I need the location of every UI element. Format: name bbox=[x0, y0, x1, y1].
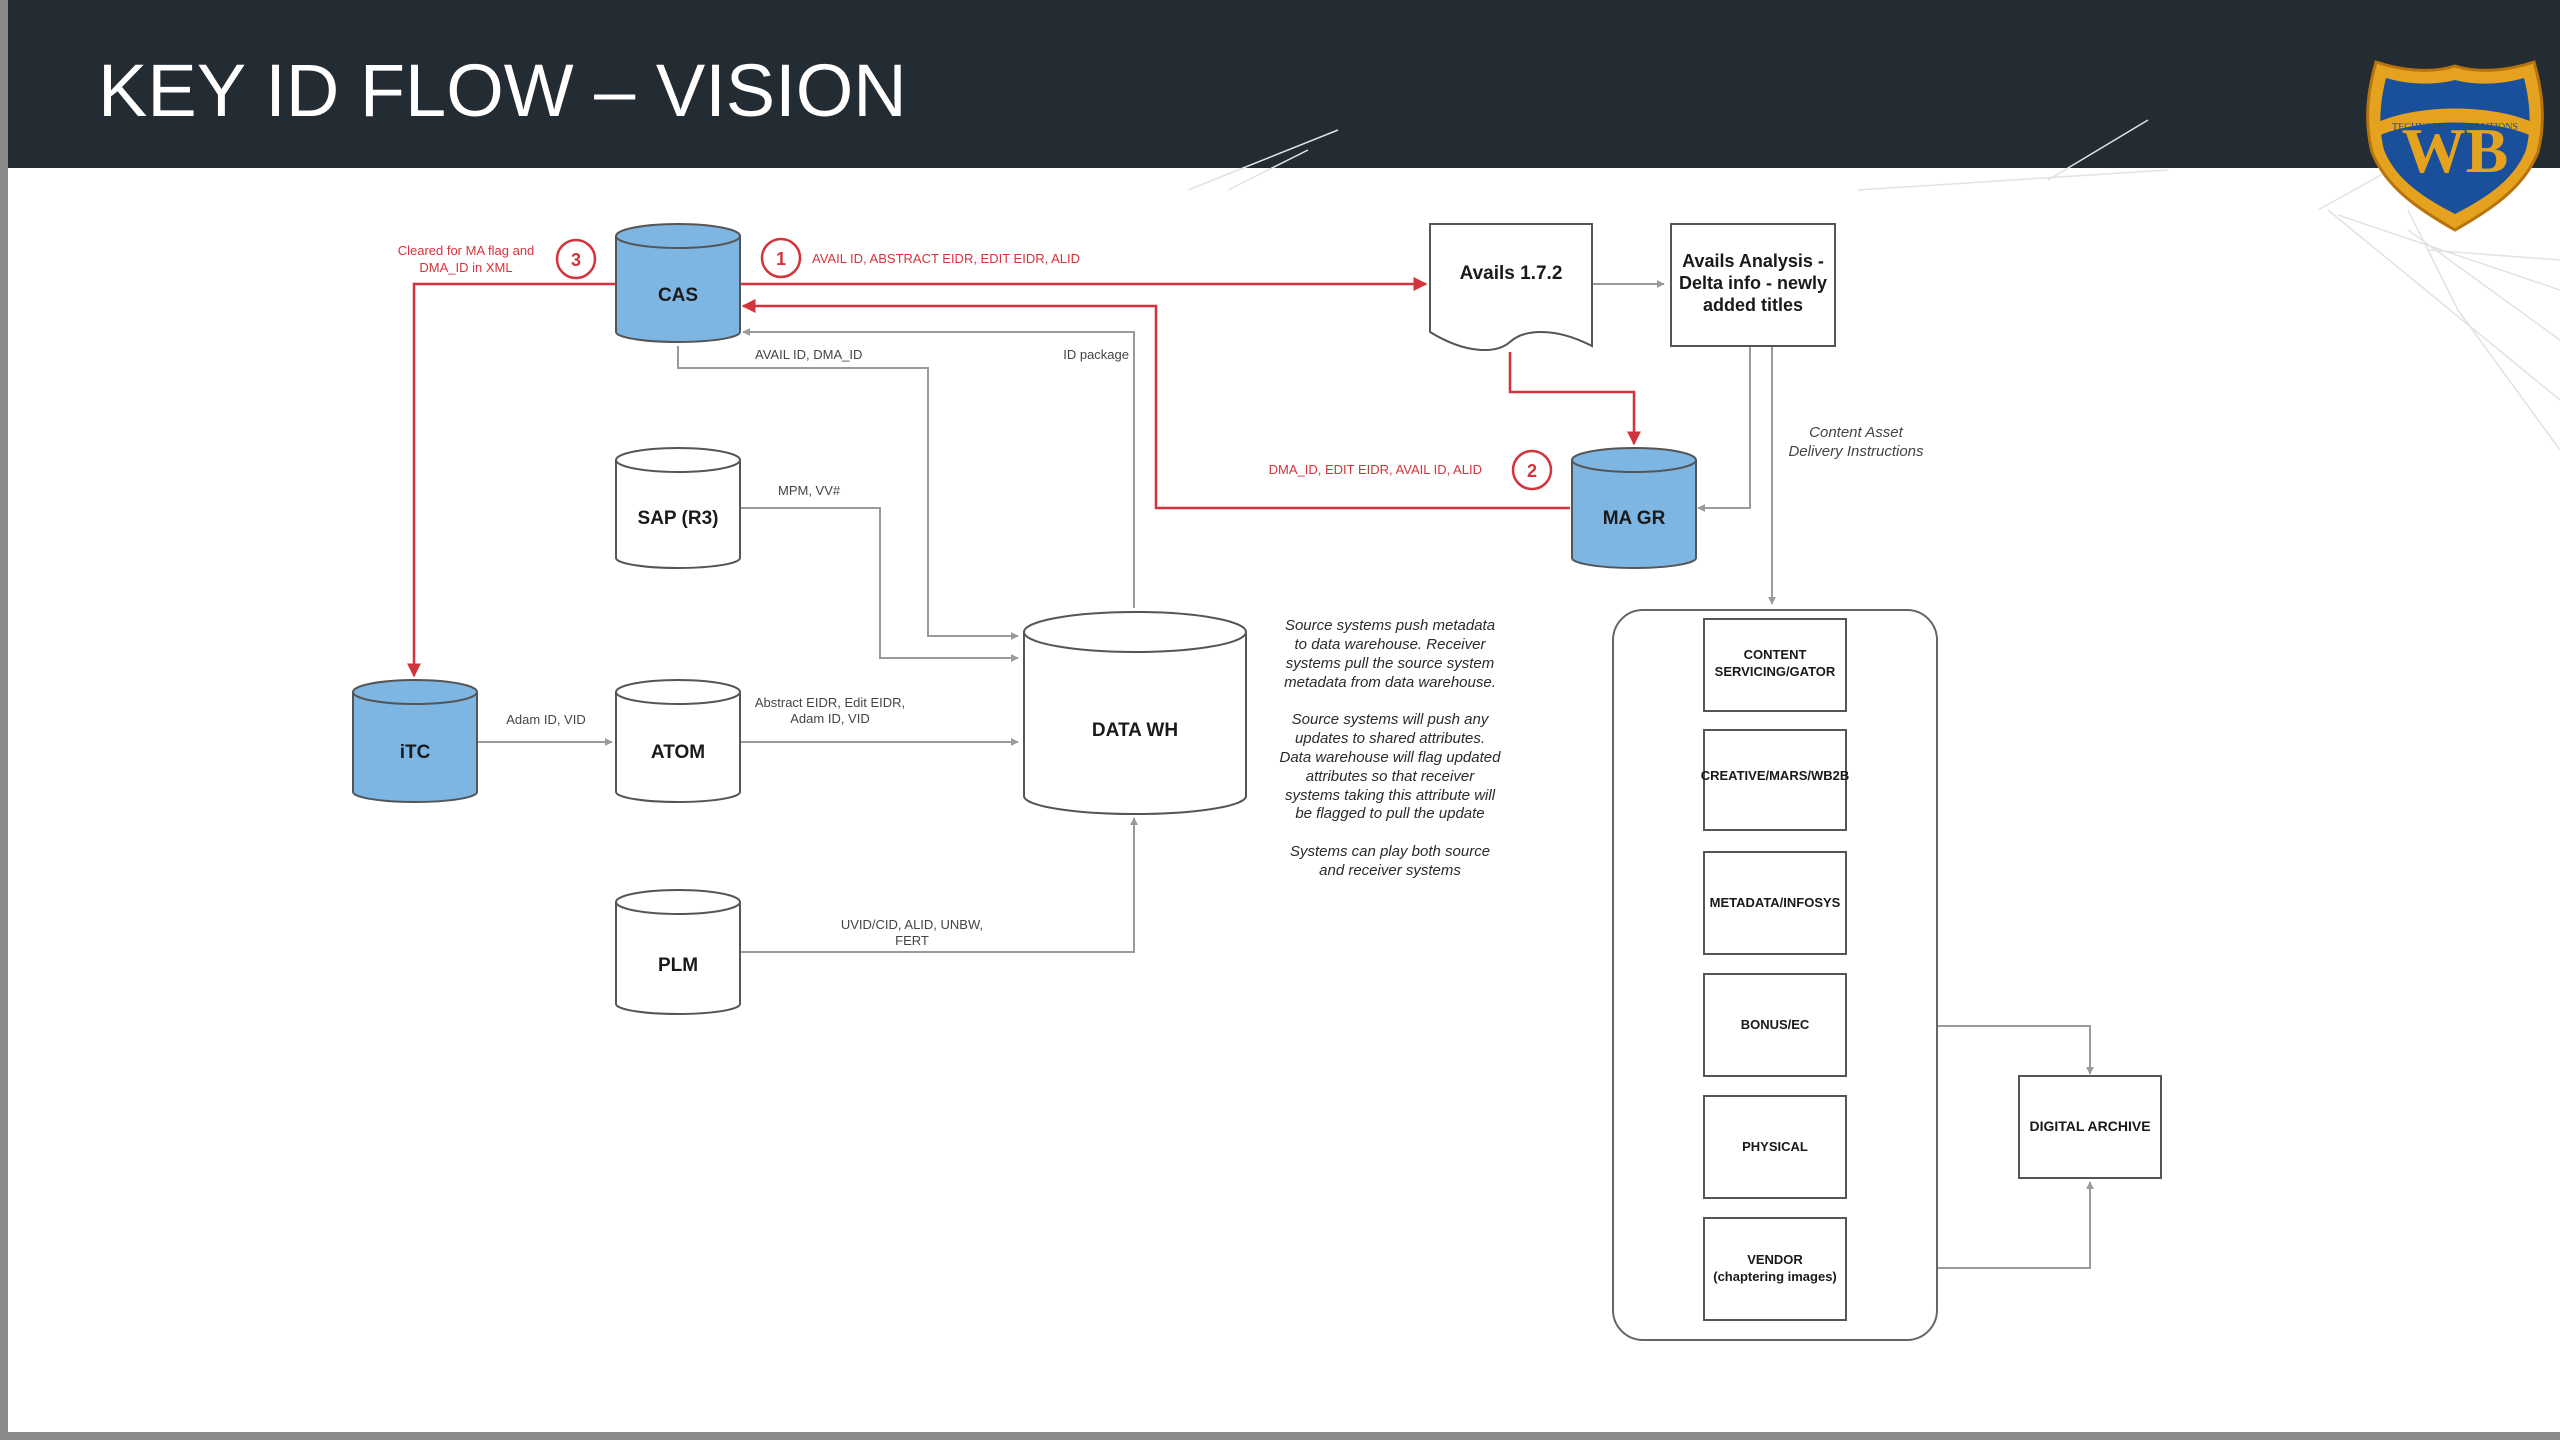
label-step1: AVAIL ID, ABSTRACT EIDR, EDIT EIDR, ALID bbox=[812, 251, 1080, 266]
label-step3-line2: DMA_ID in XML bbox=[419, 260, 512, 275]
itc-label: iTC bbox=[400, 742, 431, 763]
note-line: Source systems push metadata bbox=[1285, 617, 1495, 634]
receiver-vendor-line1: VENDOR bbox=[1747, 1252, 1803, 1267]
label-step3-line1: Cleared for MA flag and bbox=[398, 243, 535, 258]
flow-step2-magr-to-cas bbox=[741, 299, 1570, 510]
step-badge-2-number: 2 bbox=[1527, 461, 1537, 481]
itc-database: iTC bbox=[352, 679, 478, 803]
avails-analysis-line3: added titles bbox=[1703, 295, 1803, 315]
receiver-metadata: METADATA/INFOSYS bbox=[1703, 851, 1847, 955]
avails-document: Avails 1.7.2 bbox=[1429, 223, 1593, 351]
logo-letters: WB bbox=[2402, 115, 2509, 186]
receiver-content-servicing: CONTENT SERVICING/GATOR bbox=[1703, 618, 1847, 712]
step-badge-2: 2 bbox=[1511, 449, 1553, 491]
sap-database: SAP (R3) bbox=[615, 447, 741, 569]
explanation-notes: Source systems push metadata to data war… bbox=[1280, 617, 1502, 879]
note-line: systems pull the source system bbox=[1286, 655, 1494, 672]
connector-cas-to-datawh bbox=[677, 346, 1019, 640]
label-plm-out-line2: FERT bbox=[895, 933, 929, 948]
logo-tagline: TECHNOLOGY SOLUTIONS bbox=[2392, 122, 2518, 133]
note-line: attributes so that receiver bbox=[1306, 768, 1475, 785]
receiver-bonus-line1: BONUS/EC bbox=[1741, 1017, 1810, 1032]
flow-step3-cas-to-itc bbox=[407, 282, 616, 678]
label-content-asset-line2: Delivery Instructions bbox=[1788, 443, 1924, 460]
receiver-physical: PHYSICAL bbox=[1703, 1095, 1847, 1199]
red-flows bbox=[407, 277, 1641, 678]
slide-title: KEY ID FLOW – VISION bbox=[98, 49, 907, 132]
label-atom-out-line2: Adam ID, VID bbox=[790, 711, 869, 726]
connector-analysis-to-magr bbox=[1697, 346, 1751, 512]
avails-analysis-line2: Delta info - newly bbox=[1679, 273, 1827, 293]
avails-analysis-box: Avails Analysis - Delta info - newly add… bbox=[1670, 223, 1836, 347]
label-itc-atom: Adam ID, VID bbox=[506, 712, 585, 727]
atom-database: ATOM bbox=[615, 679, 741, 803]
avails-analysis-line1: Avails Analysis - bbox=[1682, 251, 1824, 271]
note-line: systems taking this attribute will bbox=[1285, 787, 1496, 804]
label-step2: DMA_ID, EDIT EIDR, AVAIL ID, ALID bbox=[1269, 462, 1482, 477]
receiver-metadata-line1: METADATA/INFOSYS bbox=[1710, 895, 1841, 910]
magr-label: MA GR bbox=[1603, 508, 1666, 529]
note-line: be flagged to pull the update bbox=[1295, 805, 1484, 822]
note-line: to data warehouse. Receiver bbox=[1295, 636, 1487, 653]
receiver-vendor: VENDOR (chaptering images) bbox=[1703, 1217, 1847, 1321]
step-badge-3-number: 3 bbox=[571, 250, 581, 270]
receiver-content-servicing-line2: SERVICING/GATOR bbox=[1715, 664, 1836, 679]
receiver-physical-line1: PHYSICAL bbox=[1742, 1139, 1808, 1154]
digital-archive-box: DIGITAL ARCHIVE bbox=[2018, 1075, 2162, 1179]
label-plm-out-line1: UVID/CID, ALID, UNBW, bbox=[841, 917, 983, 932]
atom-label: ATOM bbox=[651, 742, 705, 763]
cas-database: CAS bbox=[615, 223, 741, 343]
cas-label: CAS bbox=[658, 285, 698, 306]
receiver-vendor-line2: (chaptering images) bbox=[1713, 1269, 1837, 1284]
edge-labels: AVAIL ID, ABSTRACT EIDR, EDIT EIDR, ALID… bbox=[398, 243, 1924, 948]
receiver-bonus: BONUS/EC bbox=[1703, 973, 1847, 1077]
label-sap-out: MPM, VV# bbox=[778, 483, 841, 498]
label-cas-out: AVAIL ID, DMA_ID bbox=[755, 347, 862, 362]
flow-avails-to-magr bbox=[1508, 352, 1641, 446]
datawh-label: DATA WH bbox=[1092, 720, 1178, 741]
label-content-asset-line1: Content Asset bbox=[1809, 424, 1903, 441]
plm-database: PLM bbox=[615, 889, 741, 1015]
connector-plm-to-datawh bbox=[740, 817, 1138, 953]
avails-label: Avails 1.7.2 bbox=[1460, 263, 1563, 284]
plm-label: PLM bbox=[658, 955, 698, 976]
step-badge-3: 3 bbox=[555, 238, 597, 280]
header-bar: KEY ID FLOW – VISION bbox=[8, 0, 2560, 168]
connector-datawh-to-cas bbox=[742, 328, 1135, 608]
receiver-content-servicing-line1: CONTENT bbox=[1744, 647, 1807, 662]
receiver-creative-line1: CREATIVE/MARS/WB2B bbox=[1701, 768, 1850, 783]
label-atom-out-line1: Abstract EIDR, Edit EIDR, bbox=[755, 695, 905, 710]
digital-archive-label: DIGITAL ARCHIVE bbox=[2029, 1118, 2150, 1134]
note-line: and receiver systems bbox=[1319, 862, 1461, 879]
step-badge-1: 1 bbox=[760, 237, 802, 279]
label-id-package: ID package bbox=[1063, 347, 1129, 362]
sap-label: SAP (R3) bbox=[638, 508, 719, 529]
wb-shield-logo: WB TECHNOLOGY SOLUTIONS bbox=[2366, 60, 2544, 232]
note-line: Systems can play both source bbox=[1290, 843, 1490, 860]
step-badge-1-number: 1 bbox=[776, 249, 786, 269]
note-line: Data warehouse will flag updated bbox=[1280, 749, 1502, 766]
note-line: Source systems will push any bbox=[1292, 711, 1490, 728]
receiver-creative: CREATIVE/MARS/WB2B bbox=[1701, 729, 1850, 831]
datawh-database: DATA WH bbox=[1023, 611, 1247, 815]
connector-sap-to-datawh bbox=[740, 507, 1019, 662]
note-line: updates to shared attributes. bbox=[1295, 730, 1485, 747]
key-id-flow-diagram: CAS SAP (R3) iTC ATOM PLM bbox=[352, 119, 2560, 1341]
note-line: metadata from data warehouse. bbox=[1284, 674, 1496, 691]
slide: KEY ID FLOW – VISION bbox=[8, 0, 2560, 1432]
magr-database: MA GR bbox=[1571, 447, 1697, 569]
